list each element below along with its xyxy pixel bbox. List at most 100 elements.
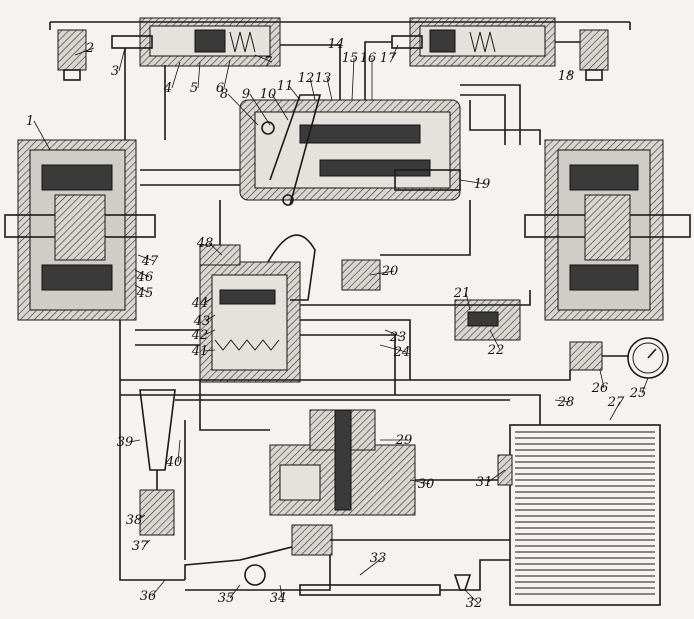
left-clutch-assembly bbox=[4, 139, 156, 321]
part-label-3: 3 bbox=[111, 64, 119, 79]
part-label-26: 26 bbox=[591, 381, 609, 396]
control-valve-block bbox=[239, 94, 461, 206]
leader-line-32 bbox=[464, 589, 479, 604]
part-label-1: 1 bbox=[26, 114, 34, 129]
component-20 bbox=[454, 299, 521, 341]
leader-line-26 bbox=[599, 369, 605, 389]
leader-line-38 bbox=[137, 514, 146, 521]
part-label-14: 14 bbox=[328, 37, 345, 52]
leader-line-28 bbox=[554, 399, 571, 403]
part-label-19: 19 bbox=[474, 177, 491, 192]
component-19 bbox=[341, 259, 381, 291]
leader-line-5 bbox=[197, 61, 201, 89]
leader-line-39 bbox=[128, 439, 141, 443]
valve-2 bbox=[57, 29, 87, 81]
leader-line-2 bbox=[74, 47, 95, 56]
leader-line-46 bbox=[134, 269, 150, 278]
oil-filter bbox=[139, 389, 176, 536]
leader-line-24 bbox=[379, 344, 407, 353]
leader-line-37 bbox=[143, 539, 151, 547]
part-label-33: 33 bbox=[370, 551, 387, 566]
part-label-23: 23 bbox=[389, 330, 407, 345]
leader-line-47 bbox=[137, 254, 155, 262]
main-distributor bbox=[199, 234, 316, 383]
part-label-8: 8 bbox=[220, 87, 228, 102]
part-label-42: 42 bbox=[191, 328, 209, 343]
part-label-43: 43 bbox=[193, 314, 211, 329]
leader-line-20 bbox=[369, 270, 395, 276]
leader-line-42 bbox=[203, 329, 216, 336]
leader-line-36 bbox=[151, 579, 166, 597]
part-label-38: 38 bbox=[126, 513, 143, 528]
leader-line-17 bbox=[391, 44, 399, 59]
leader-line-7 bbox=[254, 54, 273, 63]
part-label-17: 17 bbox=[380, 51, 397, 66]
piping bbox=[49, 21, 631, 591]
part-label-11: 11 bbox=[277, 79, 294, 94]
part-label-5: 5 bbox=[190, 81, 198, 96]
oil-cooler bbox=[497, 424, 661, 606]
leader-line-19 bbox=[459, 179, 487, 185]
leader-line-48 bbox=[208, 242, 223, 256]
part-label-27: 27 bbox=[607, 395, 625, 410]
part-label-22: 22 bbox=[487, 343, 505, 358]
part-label-29: 29 bbox=[395, 433, 413, 448]
leader-line-4 bbox=[171, 61, 181, 89]
reservoir bbox=[184, 524, 441, 596]
part-label-7: 7 bbox=[264, 55, 273, 70]
part-label-20: 20 bbox=[381, 264, 399, 279]
leader-line-9 bbox=[249, 93, 271, 126]
leader-line-8 bbox=[227, 93, 259, 126]
part-label-31: 31 bbox=[476, 475, 493, 490]
leader-line-12 bbox=[309, 77, 316, 101]
part-label-32: 32 bbox=[466, 596, 483, 611]
leader-line-15 bbox=[351, 57, 355, 101]
part-label-21: 21 bbox=[453, 286, 471, 301]
leader-line-1 bbox=[33, 120, 51, 151]
leader-line-10 bbox=[271, 93, 289, 121]
leader-line-22 bbox=[489, 329, 501, 351]
leader-line-11 bbox=[288, 85, 301, 101]
leader-line-41 bbox=[203, 349, 216, 352]
top-right-cylinder bbox=[391, 17, 556, 67]
leader-line-31 bbox=[487, 469, 506, 483]
part-label-28: 28 bbox=[557, 395, 575, 410]
part-label-39: 39 bbox=[117, 435, 134, 450]
part-label-35: 35 bbox=[218, 591, 235, 606]
part-label-24: 24 bbox=[393, 345, 411, 360]
part-label-36: 36 bbox=[140, 589, 157, 604]
pump-unit bbox=[269, 409, 416, 516]
leader-line-43 bbox=[205, 314, 216, 322]
leader-line-3 bbox=[118, 47, 126, 72]
part-label-48: 48 bbox=[196, 236, 214, 251]
part-label-9: 9 bbox=[242, 87, 250, 102]
part-label-47: 47 bbox=[141, 254, 159, 269]
part-label-2: 2 bbox=[85, 41, 94, 56]
right-clutch-assembly bbox=[524, 139, 691, 321]
leader-line-40 bbox=[177, 439, 181, 463]
drain-valve bbox=[453, 574, 472, 591]
leader-line-21 bbox=[465, 292, 471, 311]
part-label-15: 15 bbox=[342, 51, 359, 66]
part-label-40: 40 bbox=[165, 455, 183, 470]
part-label-18: 18 bbox=[558, 69, 575, 84]
part-label-16: 16 bbox=[360, 51, 377, 66]
part-label-37: 37 bbox=[132, 539, 149, 554]
leader-line-23 bbox=[384, 329, 403, 338]
leader-line-25 bbox=[641, 377, 649, 394]
part-label-44: 44 bbox=[191, 296, 209, 311]
leader-line-6 bbox=[223, 59, 231, 89]
part-label-34: 34 bbox=[270, 591, 287, 606]
valve-17 bbox=[579, 29, 609, 81]
pressure-gauge bbox=[569, 337, 669, 379]
part-label-45: 45 bbox=[136, 286, 154, 301]
part-label-46: 46 bbox=[136, 270, 154, 285]
leader-line-44 bbox=[203, 297, 213, 304]
leader-line-33 bbox=[359, 557, 383, 576]
part-label-4: 4 bbox=[163, 81, 172, 96]
leader-line-27 bbox=[609, 401, 621, 421]
leader-line-35 bbox=[229, 584, 241, 599]
part-label-13: 13 bbox=[315, 71, 332, 86]
top-left-cylinder bbox=[111, 17, 281, 67]
